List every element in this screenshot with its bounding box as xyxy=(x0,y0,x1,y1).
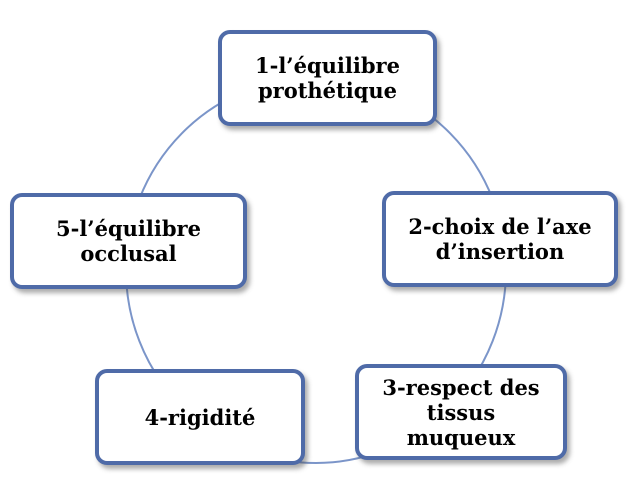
cycle-node-3: 3-respect des tissus muqueux xyxy=(355,364,567,460)
cycle-node-5: 5-l’équilibre occlusal xyxy=(10,193,247,289)
cycle-node-2: 2-choix de l’axe d’insertion xyxy=(382,191,618,287)
cycle-node-1-label: 1-l’équilibre prothétique xyxy=(255,53,400,103)
cycle-node-4: 4-rigidité xyxy=(95,369,305,465)
cycle-node-3-label: 3-respect des tissus muqueux xyxy=(382,374,540,450)
cycle-node-4-label: 4-rigidité xyxy=(144,404,256,430)
cycle-node-5-label: 5-l’équilibre occlusal xyxy=(56,216,201,266)
cycle-node-2-label: 2-choix de l’axe d’insertion xyxy=(408,214,592,264)
cycle-node-1: 1-l’équilibre prothétique xyxy=(218,30,437,126)
